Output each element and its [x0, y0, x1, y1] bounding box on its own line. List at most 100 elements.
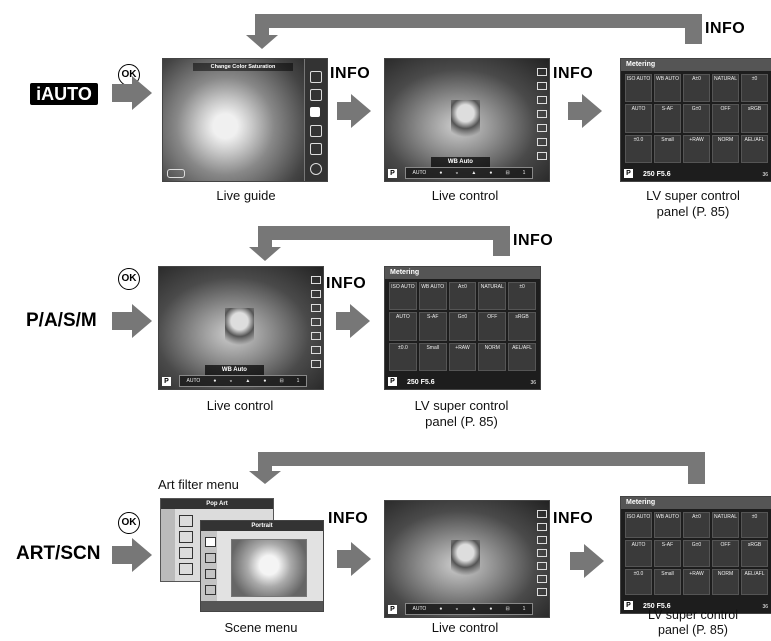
mode-p-badge: P	[624, 601, 633, 610]
function-icons-column	[535, 65, 549, 163]
panel-cell-norm: NORM	[712, 568, 739, 595]
icon-dot: ●	[213, 378, 217, 384]
icon-scene: ▲	[471, 170, 477, 176]
live-control-screen-row1: WB Auto AUTO ● ◒ ▲ ● ⊟ 1 P	[384, 58, 550, 182]
art-filter-menu-label: Art filter menu	[158, 477, 239, 492]
panel-cell-a: A±0	[683, 512, 710, 539]
row2-feedback-bar-right	[493, 226, 510, 256]
scene-preview-photo	[231, 539, 307, 597]
scene-menu-sidebar	[201, 531, 217, 601]
function-icons-column	[309, 273, 323, 371]
caption-line1: LV super control	[647, 608, 739, 622]
row1-info-top: INFO	[705, 20, 746, 37]
mode-p-badge: P	[388, 377, 397, 386]
panel-cell-natural: NATURAL	[478, 282, 507, 311]
scene-menu-screen: Portrait	[200, 520, 324, 612]
guide-option-icon	[310, 143, 322, 155]
panel-cell-flashcomp: ±0.0	[389, 342, 417, 371]
super-panel-caption-row1: LV super control panel (P. 85)	[617, 188, 769, 220]
row1-feedback-bar-down	[255, 14, 269, 36]
art-option-icon	[179, 515, 193, 527]
row3-arrow3-shaft	[570, 552, 586, 570]
art-option-icon	[179, 547, 193, 559]
art-menu-header: Pop Art	[161, 499, 273, 509]
live-guide-screen: Change Color Saturation	[162, 58, 328, 182]
row2-feedback-bar-top	[258, 226, 510, 240]
panel-cell-srgb: sRGB	[508, 312, 536, 341]
row3-feedback-arrowhead	[249, 471, 281, 484]
row3-mode-label: ART/SCN	[16, 543, 101, 564]
row3-feedback-bar-top	[258, 452, 705, 466]
icon-dot2: ●	[263, 378, 267, 384]
caption-line2: panel (P. 85)	[658, 623, 728, 637]
icon-metering: ◒	[229, 378, 233, 384]
frames-remaining: 36	[762, 172, 768, 178]
panel-cell-flash: AUTO	[625, 104, 652, 133]
panel-cell-off: OFF	[712, 104, 739, 133]
subject-figure	[450, 100, 481, 145]
icon-dot: ●	[439, 170, 443, 176]
row2-arrow2-head	[350, 304, 370, 338]
panel-title: Metering	[621, 497, 771, 509]
aperture-value: F5.6	[656, 171, 671, 178]
panel-cell-af: S-AF	[654, 104, 681, 133]
panel-cell-ael: AEL/AFL	[508, 342, 536, 371]
guide-option-selected-icon	[310, 107, 320, 117]
panel-cell-raw: +RAW	[448, 342, 477, 371]
panel-cell-srgb: sRGB	[741, 540, 768, 567]
row1-info-1: INFO	[330, 65, 371, 82]
panel-cell-a: A±0	[448, 282, 477, 311]
mode-p-badge: P	[162, 377, 171, 386]
row1-arrow2-head	[351, 94, 371, 128]
row1-info-2: INFO	[553, 65, 594, 82]
live-control-icon-strip: AUTO ● ◒ ▲ ● ⊟ 1	[179, 375, 307, 387]
panel-cell-ael: AEL/AFL	[741, 568, 768, 595]
panel-cell-contrast: ±0	[741, 74, 768, 103]
panel-cell-contrast: ±0	[741, 512, 768, 539]
mode-p-badge: P	[388, 169, 397, 178]
panel-grid: ISO AUTO WB AUTO A±0 NATURAL ±0 AUTO S-A…	[625, 74, 768, 163]
super-control-panel-row1: Metering ISO AUTO WB AUTO A±0 NATURAL ±0…	[620, 58, 771, 182]
row1-feedback-bar-right	[685, 14, 702, 44]
scene-option-icon	[205, 585, 216, 595]
row1-arrow1-shaft	[112, 84, 134, 102]
panel-cell-a: A±0	[683, 74, 710, 103]
panel-cell-af: S-AF	[654, 540, 681, 567]
aperture-value: F5.6	[420, 379, 435, 386]
live-guide-caption: Live guide	[216, 188, 276, 203]
icon-scene: ▲	[471, 606, 477, 612]
panel-cell-af: S-AF	[418, 312, 447, 341]
icon-dot2: ●	[489, 606, 493, 612]
panel-cell-flashcomp: ±0.0	[625, 568, 652, 595]
aperture-value: F5.6	[656, 603, 671, 610]
scene-option-icon	[205, 569, 216, 579]
row2-feedback-arrowhead	[249, 247, 281, 261]
panel-cell-natural: NATURAL	[712, 512, 739, 539]
panel-cell-natural: NATURAL	[712, 74, 739, 103]
caption-line2: panel (P. 85)	[425, 414, 498, 429]
icon-dot2: ●	[489, 170, 493, 176]
panel-cell-small: Small	[654, 568, 681, 595]
icon-aspect: ⊟	[505, 170, 510, 176]
icon-dot: ●	[439, 606, 443, 612]
row2-arrow2-shaft	[336, 312, 352, 330]
panel-cell-off: OFF	[712, 540, 739, 567]
shutter-value: 250	[643, 171, 655, 178]
scene-option-icon	[205, 553, 216, 563]
icon-auto: AUTO	[412, 606, 427, 612]
row2-info-top: INFO	[513, 232, 554, 249]
panel-title: Metering	[621, 59, 771, 71]
super-control-panel-row3: Metering ISO AUTO WB AUTO A±0 NATURAL ±0…	[620, 496, 771, 614]
row3-arrow3-head	[584, 544, 604, 578]
panel-cell-off: OFF	[478, 312, 507, 341]
row1-arrow3-head	[582, 94, 602, 128]
panel-cell-norm: NORM	[712, 134, 739, 163]
super-panel-caption-row2: LV super control panel (P. 85)	[384, 398, 539, 430]
panel-cell-wb: WB AUTO	[654, 512, 681, 539]
panel-cell-contrast: ±0	[508, 282, 536, 311]
art-option-icon	[179, 531, 193, 543]
panel-cell-flash: AUTO	[389, 312, 417, 341]
guide-option-icon	[310, 125, 322, 137]
live-control-icon-strip: AUTO ● ◒ ▲ ● ⊟ 1	[405, 603, 533, 615]
